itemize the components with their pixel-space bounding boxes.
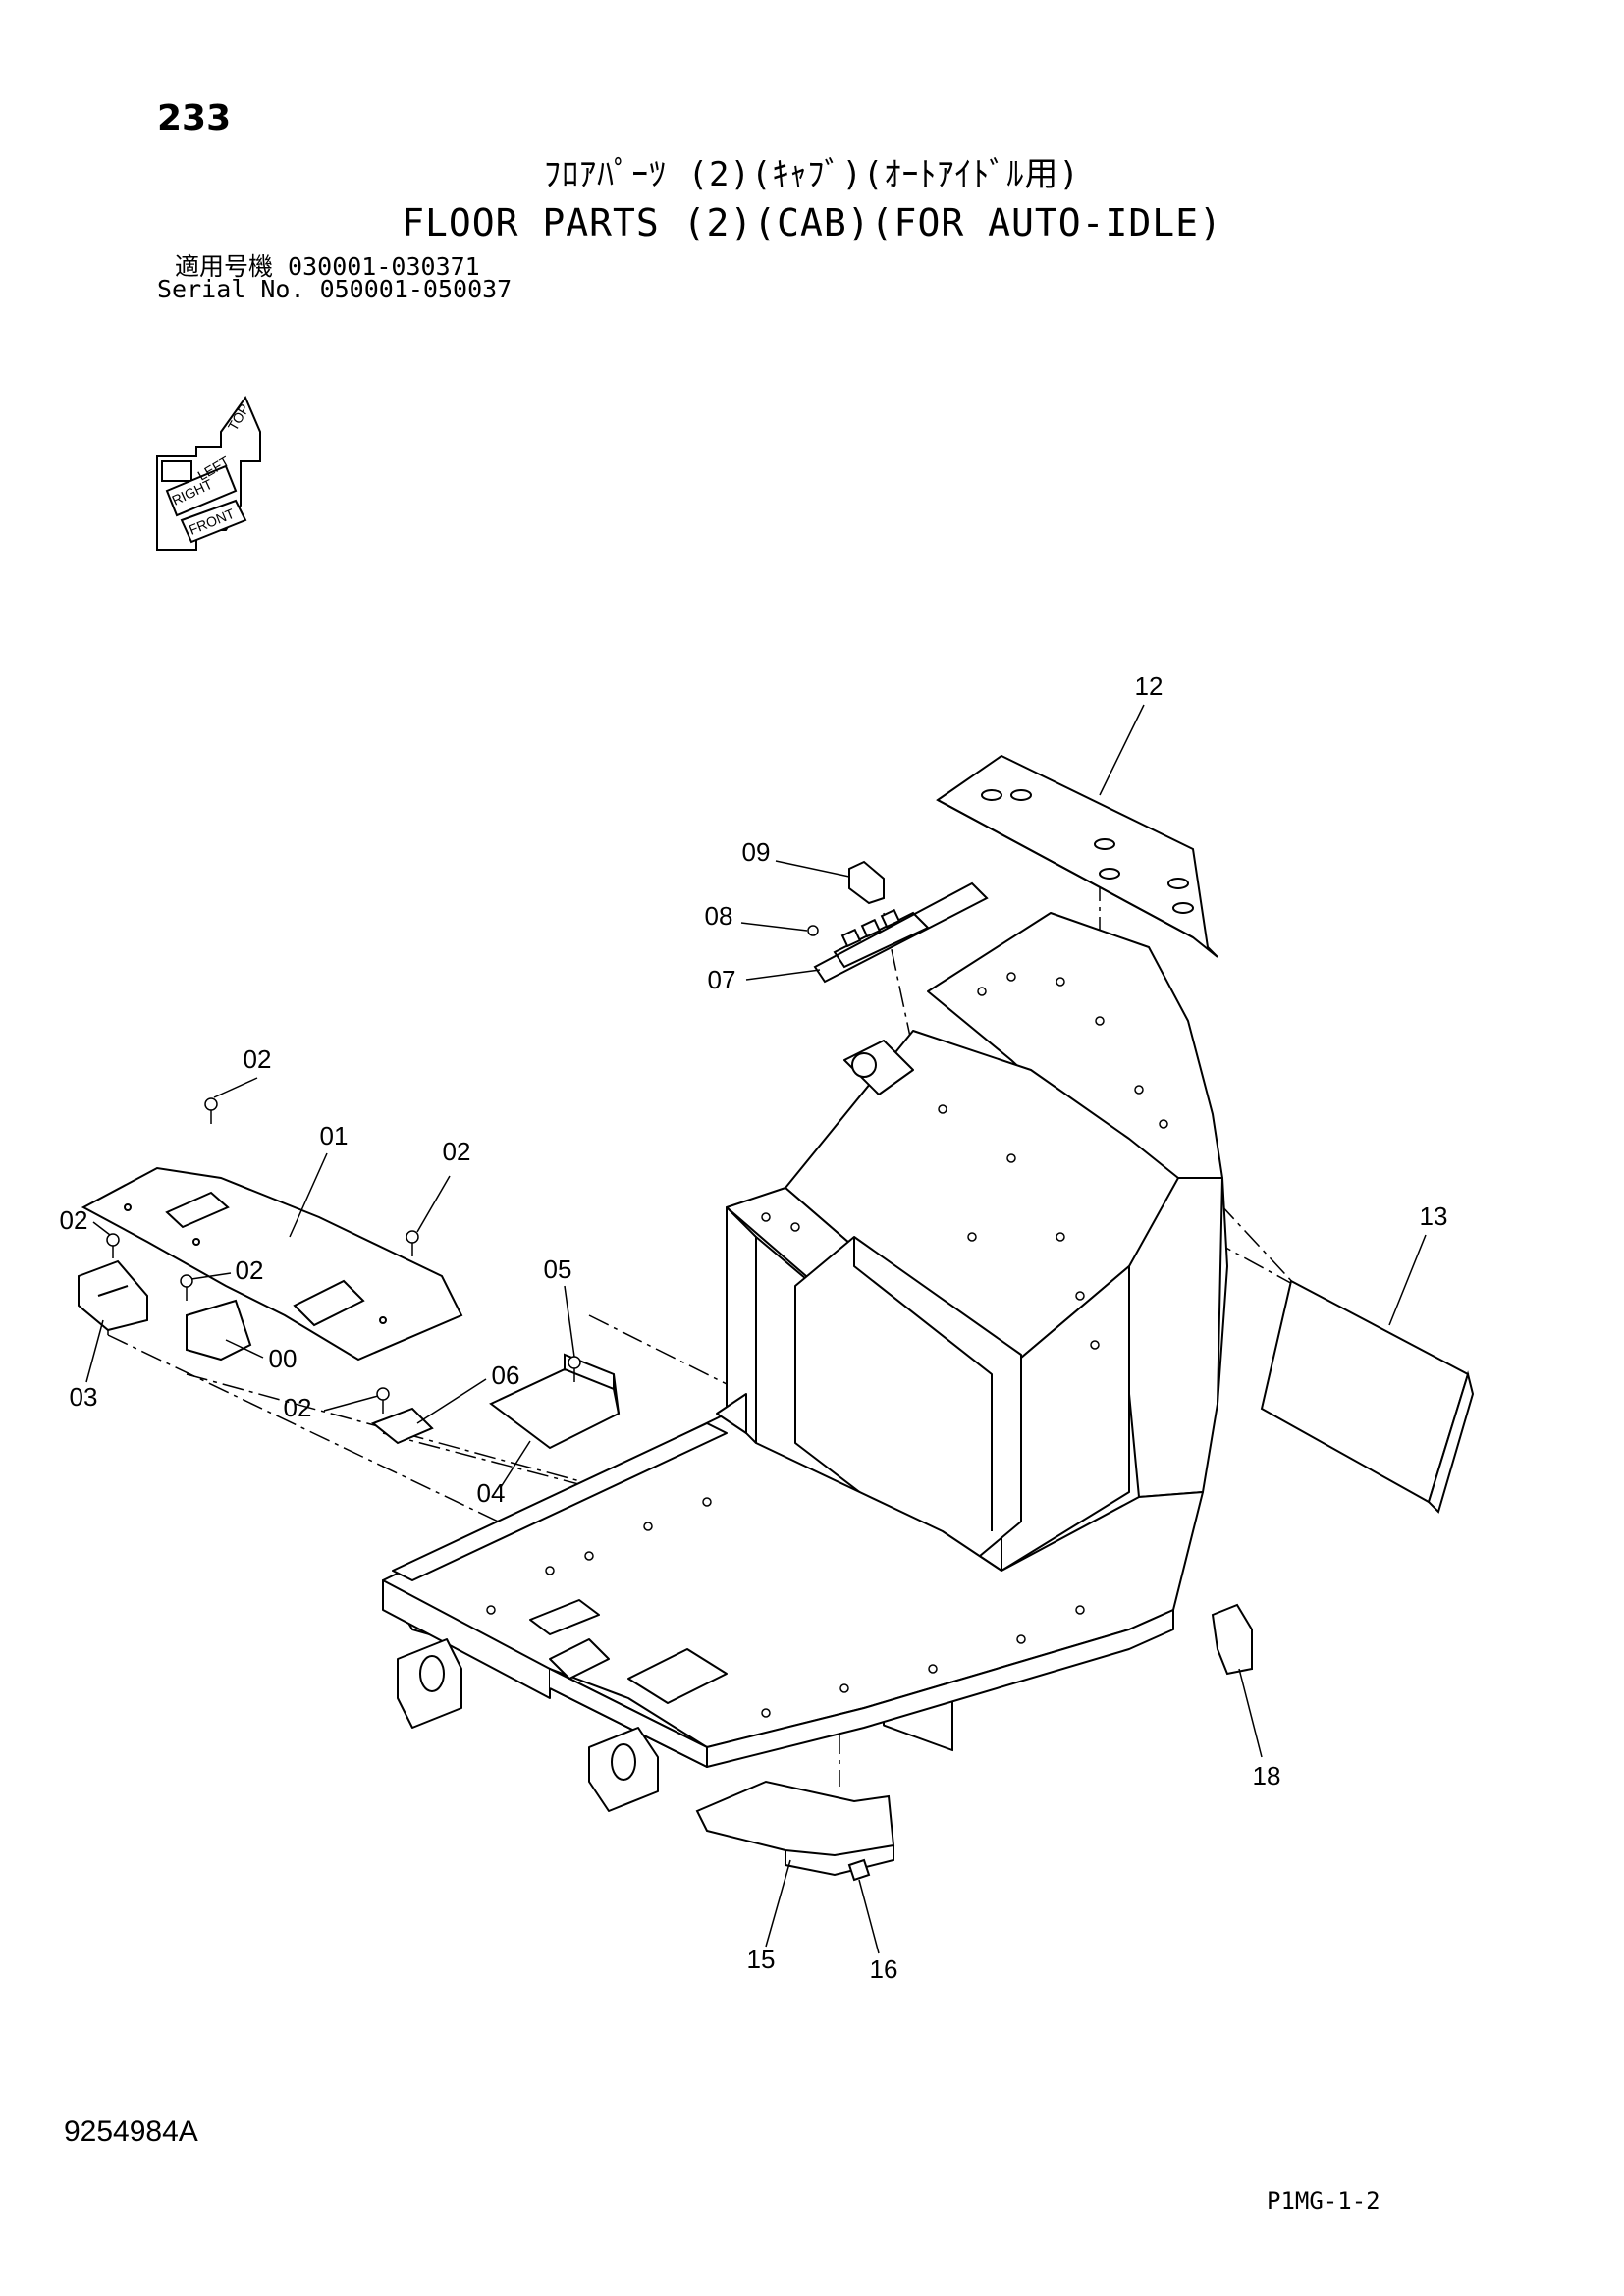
page-number: 233 [157,98,232,138]
callout-labels: 12 09 08 07 02 01 02 02 02 03 00 05 02 0… [60,671,1448,1984]
rubber-mount [397,1638,462,1729]
callout-16: 16 [870,1954,898,1984]
callout-12: 12 [1135,671,1164,701]
part-00-bracket [186,1299,252,1362]
part-18-rubber-block [1211,1603,1253,1676]
part-06-bracket [371,1407,434,1445]
callout-15: 15 [747,1945,776,1974]
screws [106,1097,581,1414]
callout-06: 06 [492,1361,520,1390]
callout-04: 04 [477,1478,506,1508]
callout-02-a: 02 [244,1044,272,1074]
callout-05: 05 [544,1255,572,1284]
callout-18: 18 [1253,1761,1281,1790]
part-16-bolt [847,1858,871,1882]
callout-07: 07 [708,965,736,994]
document-id: 9254984A [64,2115,198,2148]
callout-00: 00 [269,1344,298,1373]
title-english: FLOOR PARTS (2)(CAB)(FOR AUTO-IDLE) [402,201,1222,244]
callout-08: 08 [705,901,733,931]
callout-13: 13 [1420,1201,1448,1231]
rubber-mount [588,1727,659,1812]
part-04-cover [489,1353,621,1450]
part-15-bracket [695,1780,895,1877]
callout-03: 03 [70,1382,98,1412]
callout-02-b: 02 [443,1137,471,1166]
part-08-screw [807,925,819,936]
frame-bolt-holes [486,972,1168,1718]
part-09-switch [848,860,885,905]
part-03-bracket [78,1259,148,1332]
leader-lines [85,704,1427,1954]
callout-09: 09 [742,837,771,867]
callout-02-d: 02 [236,1255,264,1285]
serial-line-jp: 適用号機 030001-030371 [175,252,480,281]
part-13-side-cover [1260,1279,1475,1514]
callout-01: 01 [320,1121,349,1150]
title-japanese: ﾌﾛｱﾊﾟｰﾂ (2)(ｷｬﾌﾞ)(ｵｰﾄｱｲﾄﾞﾙ用) [544,155,1080,194]
serial-line-en: Serial No. 050001-050037 [157,275,513,303]
callout-02-c: 02 [60,1205,88,1235]
callout-02-e: 02 [284,1393,312,1422]
orientation-cube-icon: TOP LEFT RIGHT FRONT [156,395,261,551]
part-12-top-plate [936,754,1218,958]
part-07-switch-panel [813,881,989,984]
cab-floor-frame [382,912,1228,1812]
part-01-cover-plate [81,1166,463,1362]
sheet-code: P1MG-1-2 [1267,2187,1380,2215]
